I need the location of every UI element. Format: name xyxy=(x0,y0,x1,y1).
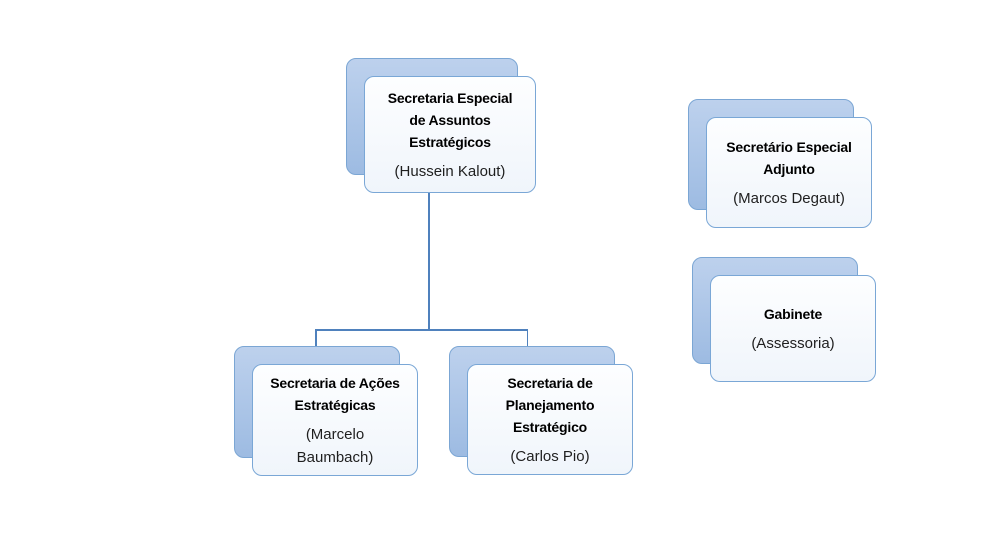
org-node-secretaria-planejamento-estrategico: Secretaria de Planejamento Estratégico (… xyxy=(449,346,633,475)
node-person: (Carlos Pio) xyxy=(510,447,590,465)
connector-drop-right xyxy=(526,329,528,346)
node-title: Gabinete xyxy=(763,305,823,322)
node-person: (Assessoria) xyxy=(751,334,835,352)
node-card: Secretaria de Ações Estratégicas (Marcel… xyxy=(252,364,418,476)
connector-drop-left xyxy=(315,329,317,346)
connector-rail xyxy=(315,329,528,331)
node-card: Secretaria de Planejamento Estratégico (… xyxy=(467,364,633,475)
node-title: Secretaria de Ações Estratégicas xyxy=(270,374,400,413)
org-node-secretaria-acoes-estrategicas: Secretaria de Ações Estratégicas (Marcel… xyxy=(234,346,418,476)
org-node-secretario-especial-adjunto: Secretário Especial Adjunto (Marcos Dega… xyxy=(688,99,872,228)
node-card: Gabinete (Assessoria) xyxy=(710,275,876,382)
org-node-gabinete: Gabinete (Assessoria) xyxy=(692,257,876,382)
node-card: Secretaria Especial de Assuntos Estratég… xyxy=(364,76,536,193)
node-title: Secretaria de Planejamento Estratégico xyxy=(505,374,595,435)
node-person: (Marcos Degaut) xyxy=(733,189,845,207)
node-person: (Hussein Kalout) xyxy=(394,162,506,180)
node-card: Secretário Especial Adjunto (Marcos Dega… xyxy=(706,117,872,228)
node-title: Secretário Especial Adjunto xyxy=(726,138,852,177)
connector-stem xyxy=(428,193,430,330)
node-title: Secretaria Especial de Assuntos Estratég… xyxy=(387,89,513,150)
org-node-secretaria-especial: Secretaria Especial de Assuntos Estratég… xyxy=(346,58,536,193)
node-person: (Marcelo Baumbach) xyxy=(296,425,374,466)
